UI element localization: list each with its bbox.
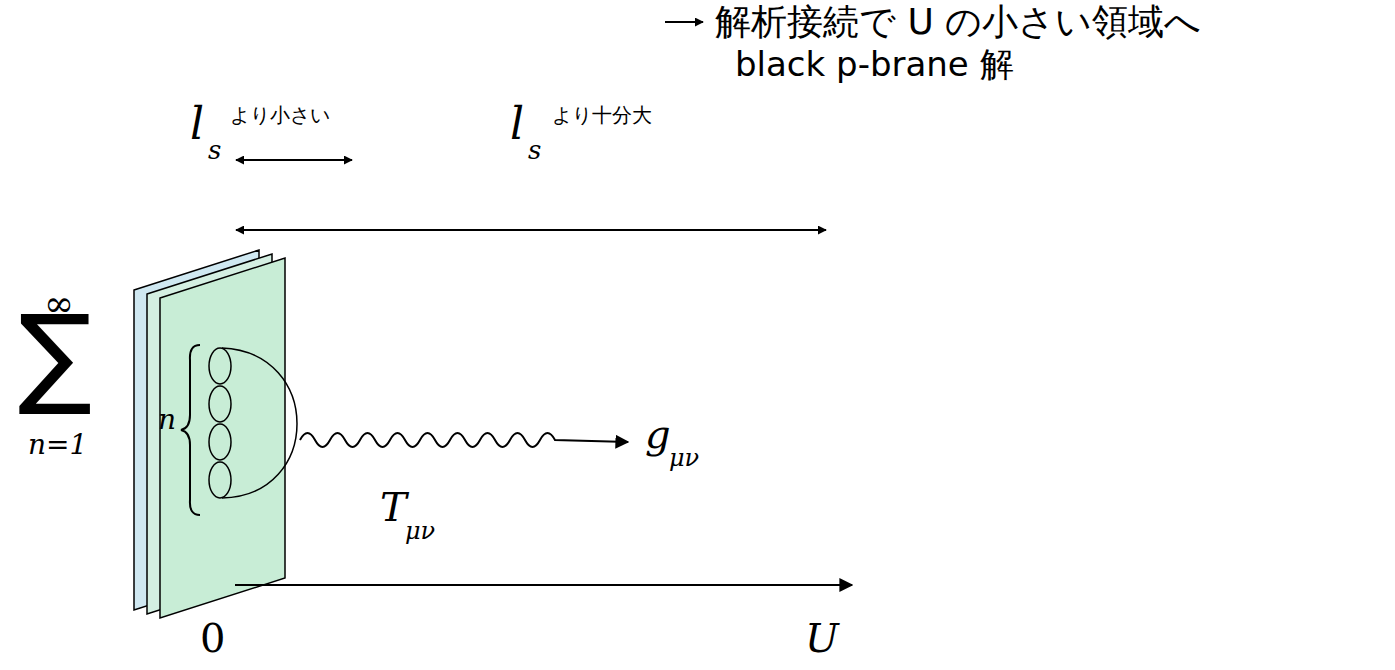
count-label: n [158,405,176,436]
math-subscript: μν [405,518,435,544]
axis-origin: 0 [200,618,225,658]
math-symbol: T [380,485,407,529]
u-axis [235,584,852,586]
range-note: より十分大 [552,104,652,126]
short-range-arrow [236,159,352,161]
math-symbol: g [645,412,671,456]
graviton-wave [300,433,628,447]
math-symbol: l [190,100,204,148]
math-symbol: l [510,100,524,148]
worldsheet-arc [222,348,297,498]
note-text: black p-brane 解 [735,46,1014,83]
math-subscript: s [528,136,541,165]
brace [181,345,200,515]
math-subscript: μν [669,445,699,471]
note-text: 解析接続で U の小さい領域へ [715,2,1201,42]
pointer-arrow [665,21,703,23]
long-range-arrow [236,229,826,231]
math-subscript: s [208,136,221,165]
sum-limit: n=1 [28,430,87,461]
string-loop [209,348,231,384]
string-loop [209,462,231,498]
sum-sign: ∑ [18,300,92,410]
string-loop [209,424,231,460]
brane-plane [160,258,285,618]
string-loop [209,386,231,422]
axis-label: U [805,618,839,658]
range-note: より小さい [230,104,330,126]
